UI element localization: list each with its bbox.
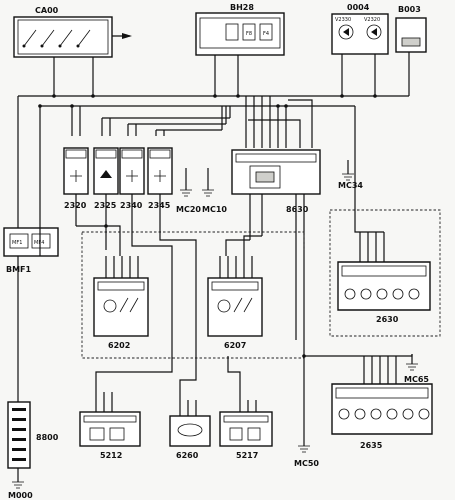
s2320-label: 2320 — [64, 201, 87, 210]
mc10-ground: MC10 — [202, 168, 227, 214]
switch-6207: 6207 — [207, 277, 263, 350]
bmf1-mf1-label: MF1 — [12, 240, 22, 246]
bh28-fuse-box: F8 F4 BH28 — [195, 3, 285, 56]
splice-points — [38, 94, 377, 358]
main-harness — [17, 52, 410, 228]
mc10-label: MC10 — [202, 205, 227, 214]
switch-2320: 2320 — [63, 147, 89, 210]
switch-6202: 6202 — [93, 277, 149, 350]
bmf1-fuse-box: MF1 MF4 BMF1 — [3, 227, 59, 274]
switch-5212: 5212 — [79, 411, 141, 460]
bh28-label: BH28 — [230, 3, 254, 12]
bh28-f8-label: F8 — [246, 31, 252, 37]
b800-label: 8800 — [36, 433, 59, 442]
s2345-label: 2345 — [148, 201, 171, 210]
panel-2630: 2630 — [337, 261, 431, 324]
v2330-label: V2330 — [335, 17, 351, 23]
s6202-label: 6202 — [108, 341, 130, 350]
ca00-ignition-switch: CA00 — [13, 6, 132, 58]
c0004-connector: V2330 V2320 0004 — [331, 3, 389, 55]
s2630-label: 2630 — [376, 315, 399, 324]
s5217-label: 5217 — [236, 451, 258, 460]
bmf1-label: BMF1 — [6, 265, 32, 274]
mc34-ground: MC34 — [338, 160, 363, 190]
mc50-label: MC50 — [294, 459, 319, 468]
m000-ground: M000 — [8, 468, 33, 500]
s2340-label: 2340 — [120, 201, 143, 210]
mc65-ground: MC65 — [404, 354, 429, 384]
s6260-label: 6260 — [176, 451, 199, 460]
u8630-label: 8630 — [286, 205, 309, 214]
mc20-label: MC20 — [176, 205, 201, 214]
mc20-ground: MC20 — [176, 168, 201, 214]
b800-battery: 8800 — [7, 401, 59, 469]
s2325-label: 2325 — [94, 201, 117, 210]
ca00-label: CA00 — [35, 6, 59, 15]
u8630-unit: 8630 — [231, 149, 321, 250]
switch-5217: 5217 — [219, 411, 273, 460]
b003-unit: B003 — [395, 5, 427, 53]
s5212-label: 5212 — [100, 451, 122, 460]
v2320-label: V2320 — [364, 17, 380, 23]
panel-2635: 2635 — [331, 383, 433, 450]
switch-2345: 2345 — [147, 147, 173, 210]
s2635-label: 2635 — [360, 441, 383, 450]
mc50-ground: MC50 — [294, 432, 319, 468]
mc65-label: MC65 — [404, 375, 429, 384]
m000-label: M000 — [8, 491, 33, 500]
b003-label: B003 — [398, 5, 421, 14]
bmf1-mf4-label: MF4 — [34, 240, 44, 246]
c0004-label: 0004 — [347, 3, 370, 12]
switch-6260: 6260 — [169, 415, 211, 460]
s6207-label: 6207 — [224, 341, 246, 350]
mc34-label: MC34 — [338, 181, 363, 190]
right-dashed-region — [329, 209, 441, 337]
bh28-f4-label: F4 — [263, 31, 269, 37]
